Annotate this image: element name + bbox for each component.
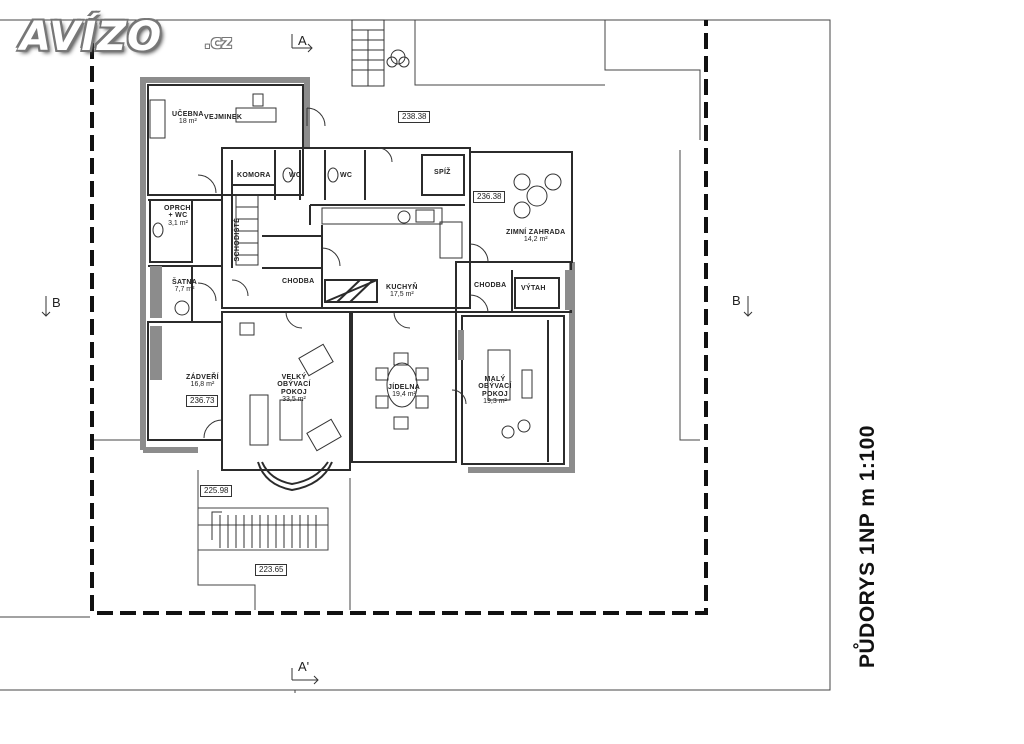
furniture [149, 93, 562, 452]
room-satna: ŠATNA 7,7 m² [172, 279, 197, 294]
room-wc-2: WC [340, 172, 353, 179]
wall-fill [150, 266, 572, 380]
top-entrance-stairs [351, 19, 410, 87]
room-area: 17,5 m² [390, 291, 414, 299]
room-ucebna: UČEBNA 18 m² [172, 111, 204, 126]
room-name: VELKÝ OBÝVACÍ POKOJ [277, 374, 311, 396]
property-boundary [90, 20, 708, 615]
room-area: 3,1 m² [168, 219, 188, 227]
elevation-top: 238.38 [398, 111, 431, 124]
room-name: MALÝ OBÝVACÍ POKOJ [478, 376, 512, 398]
logo-suffix: .cz [204, 32, 232, 53]
logo-text: AVÍZO [20, 14, 163, 60]
room-name: KUCHYŇ [386, 284, 418, 291]
elevation-garden: 236.38 [473, 191, 506, 204]
room-vytah: VÝTAH [521, 285, 546, 292]
room-maly-obyvaci: MALÝ OBÝVACÍ POKOJ 19,3 m² [470, 376, 520, 405]
room-zimni-zahrada: ZIMNÍ ZAHRADA 14,2 m² [506, 229, 566, 244]
site-outline [0, 19, 831, 693]
room-komora: KOMORA [237, 172, 271, 179]
doors [197, 107, 489, 439]
room-name: ŠATNA [172, 279, 198, 286]
section-arrows [41, 34, 753, 685]
room-spiz: SPÍŽ [434, 169, 451, 176]
room-chodba: CHODBA [282, 278, 315, 285]
interior-walls [147, 84, 573, 492]
elevation-lower2: 223.65 [255, 564, 288, 577]
elevation-lower1: 225.98 [200, 485, 233, 498]
room-oprchi-wc: OPRCHI + WC 3,1 m² [164, 205, 194, 227]
room-area: 7,7 m² [174, 286, 195, 294]
room-kuchyn: KUCHYŇ 17,5 m² [386, 284, 418, 299]
lower-stairs [211, 511, 317, 548]
section-mark-b-right: B [732, 293, 741, 308]
room-area: 16,8 m² [190, 381, 215, 389]
room-name: UČEBNA [172, 111, 204, 118]
room-area: 14,2 m² [523, 236, 548, 244]
room-velky-obyvaci: VELKÝ OBÝVACÍ POKOJ 33,5 m² [272, 374, 316, 403]
elevation-entry: 236.73 [186, 395, 219, 408]
room-wc-1: WC [289, 172, 302, 179]
room-chodba-2: CHODBA [474, 282, 507, 289]
exterior-walls [140, 77, 575, 473]
room-name: JÍDELNA [388, 384, 421, 391]
room-schodiste: SCHODIŠTĚ [234, 217, 242, 262]
drawing-title: PŮDORYS 1NP m 1:100 [856, 425, 879, 668]
room-name: OPRCHI + WC [164, 205, 194, 220]
room-name: ZIMNÍ ZAHRADA [506, 229, 566, 236]
room-zadveri: ZÁDVEŘÍ 16,8 m² [186, 374, 219, 389]
room-area: 19,3 m² [483, 398, 507, 406]
section-mark-a-top: A [298, 33, 307, 48]
room-name: ZÁDVEŘÍ [186, 374, 219, 381]
section-mark-b-left: B [52, 295, 61, 310]
room-area: 18 m² [178, 118, 197, 126]
section-mark-a-bottom: A' [298, 659, 310, 674]
room-jidelna: JÍDELNA 19,4 m² [388, 384, 420, 399]
room-area: 19,4 m² [392, 391, 416, 399]
room-vejminek: VEJMINEK [204, 114, 243, 121]
room-area: 33,5 m² [282, 396, 306, 404]
